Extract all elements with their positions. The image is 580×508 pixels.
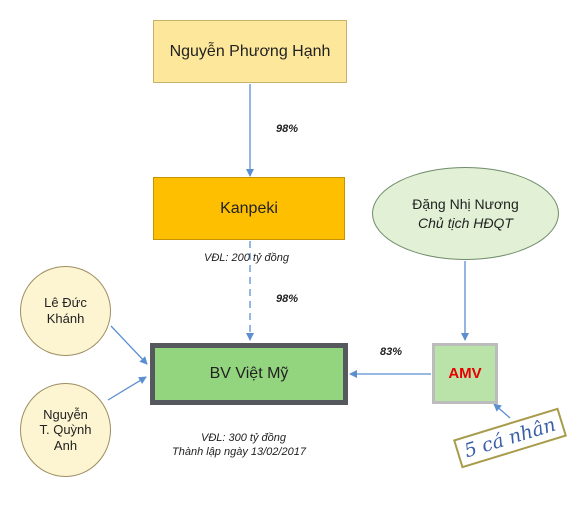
node-nguyen-quynh-anh: Nguyễn T. Quỳnh Anh: [20, 383, 111, 477]
pct-amv-to-bv: 83%: [380, 346, 403, 358]
node-nguyen-quynh-anh-line3: Anh: [53, 437, 78, 453]
kanpeki-capital-label: VĐL: 200 tỷ đồng: [204, 252, 290, 264]
node-kanpeki-label: Kanpeki: [220, 199, 278, 217]
node-dang-nhi-nuong-name: Đặng Nhị Nương: [412, 196, 519, 213]
bv-founded-label: Thành lập ngày 13/02/2017: [172, 446, 306, 458]
bv-capital-label: VĐL: 300 tỷ đồng: [201, 432, 287, 444]
node-le-duc-khanh-line1: Lê Đức: [44, 295, 87, 311]
node-nguyen-quynh-anh-line2: T. Quỳnh: [39, 422, 92, 438]
arrow-le-to-bv: [110, 325, 148, 365]
pct-kanpeki-to-bv: 98%: [276, 293, 299, 305]
arrow-individuals-to-amv: [493, 403, 511, 419]
node-le-duc-khanh: Lê Đức Khánh: [20, 266, 111, 356]
node-kanpeki: Kanpeki: [153, 177, 345, 240]
node-bv-viet-my: BV Việt Mỹ: [150, 343, 348, 405]
node-dang-nhi-nuong-title: Chủ tịch HĐQT: [418, 214, 513, 231]
arrow-nguyen-to-bv: [107, 376, 147, 401]
node-amv-label: AMV: [448, 365, 482, 382]
node-nguyen-phuong-hanh-label: Nguyễn Phương Hạnh: [169, 42, 331, 60]
node-le-duc-khanh-line2: Khánh: [46, 311, 85, 326]
node-amv: AMV: [432, 343, 498, 404]
node-dang-nhi-nuong: Đặng Nhị Nương Chủ tịch HĐQT: [372, 167, 559, 260]
pct-nph-to-kanpeki: 98%: [276, 123, 299, 135]
node-nguyen-quynh-anh-line1: Nguyễn: [43, 406, 88, 422]
node-nguyen-phuong-hanh: Nguyễn Phương Hạnh: [153, 20, 347, 83]
node-bv-viet-my-label: BV Việt Mỹ: [209, 365, 289, 382]
